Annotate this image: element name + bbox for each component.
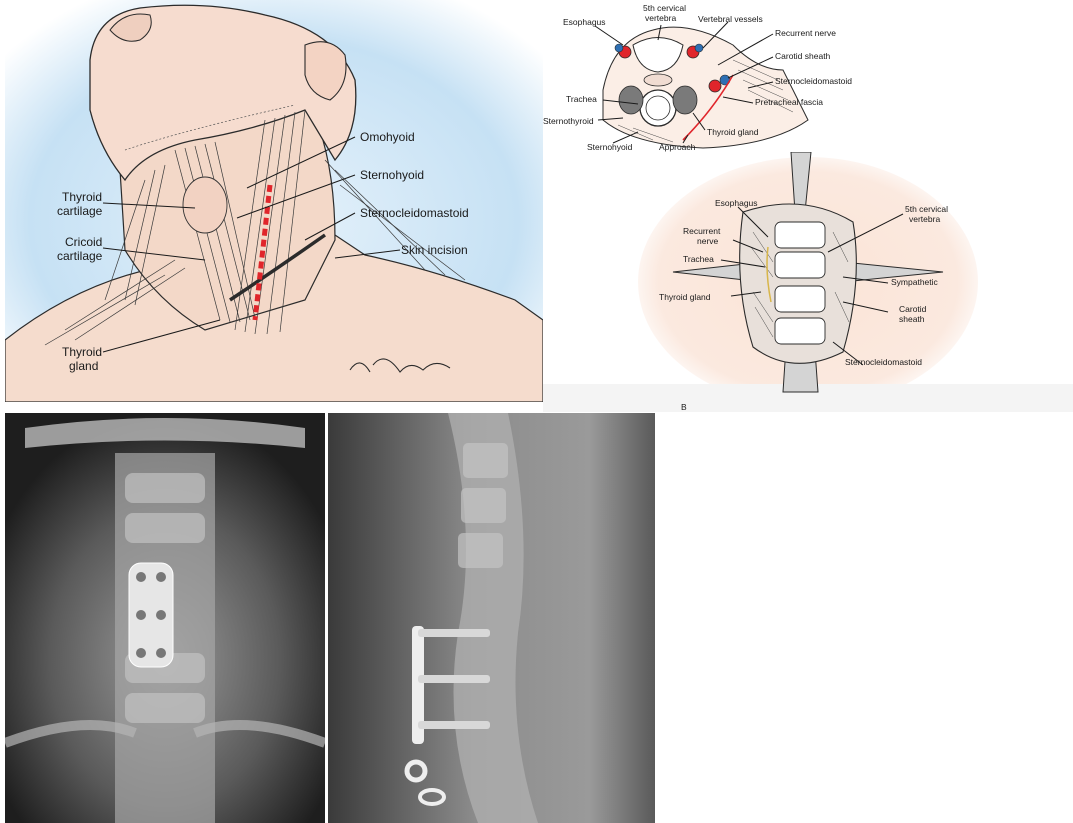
thyroid-cartilage — [183, 177, 227, 233]
label-sternocleidomastoid: Sternocleidomastoid — [360, 206, 469, 220]
label-b-recurrent-2: nerve — [697, 236, 719, 246]
label-pretracheal-fascia: Pretracheal fascia — [755, 97, 823, 107]
label-b-trachea: Trachea — [683, 254, 714, 264]
vertebral-vessel-left-2 — [615, 44, 623, 52]
xray-ap-panel — [5, 413, 325, 823]
label-cricoid-cartilage-2: cartilage — [57, 249, 103, 263]
label-skin-incision: Skin incision — [401, 243, 468, 257]
label-b-thyroid-gland: Thyroid gland — [659, 292, 711, 302]
anterior-cervical-plate — [129, 563, 173, 667]
label-sternohyoid: Sternohyoid — [360, 168, 424, 182]
exposure-panel: Esophagus Recurrent nerve Trachea Thyroi… — [543, 152, 1073, 412]
label-b-carotid-2: sheath — [899, 314, 925, 324]
xray-ap-image — [5, 413, 325, 823]
label-trachea: Trachea — [566, 94, 597, 104]
label-thyroid-gland-1: Thyroid — [62, 345, 102, 359]
label-b-sympathetic: Sympathetic — [891, 277, 939, 287]
vertebral-vessel-right-2 — [695, 44, 703, 52]
neck-illustration-panel: Omohyoid Sternohyoid Sternocleidomastoid… — [5, 0, 543, 402]
label-thyroid-cartilage-2: cartilage — [57, 204, 103, 218]
carotid-artery — [709, 80, 721, 92]
label-vertebral-vessels: Vertebral vessels — [698, 14, 763, 24]
label-carotid-sheath: Carotid sheath — [775, 51, 831, 61]
xray-lateral-panel — [328, 413, 655, 823]
label-approach: Approach — [659, 142, 696, 152]
label-thyroid-gland-2: gland — [69, 359, 98, 373]
label-cervical-2: vertebra — [645, 13, 676, 23]
label-thyroid-gland: Thyroid gland — [707, 127, 759, 137]
label-cervical-1: 5th cervical — [643, 3, 686, 13]
esophagus-cross — [644, 74, 672, 86]
label-b-cervical-1: 5th cervical — [905, 204, 948, 214]
label-sternothyroid: Sternothyroid — [543, 116, 594, 126]
exposure-diagram: Esophagus Recurrent nerve Trachea Thyroi… — [543, 152, 1073, 412]
label-sternocleidomastoid: Sternocleidomastoid — [775, 76, 852, 86]
label-cricoid-cartilage-1: Cricoid — [65, 235, 102, 249]
label-b-cervical-2: vertebra — [909, 214, 940, 224]
label-omohyoid: Omohyoid — [360, 130, 415, 144]
xray-lateral-image — [328, 413, 655, 823]
label-thyroid-cartilage-1: Thyroid — [62, 190, 102, 204]
label-b-recurrent-1: Recurrent — [683, 226, 721, 236]
thyroid-lobe-right — [673, 86, 697, 114]
label-b-esophagus: Esophagus — [715, 198, 758, 208]
label-sternohyoid: Sternohyoid — [587, 142, 633, 152]
thyroid-lobe-left — [619, 86, 643, 114]
label-recurrent-nerve: Recurrent nerve — [775, 28, 836, 38]
cross-section-diagram: Esophagus 5th cervical vertebra Vertebra… — [543, 0, 1073, 152]
lateral-vertebrae — [458, 443, 508, 568]
panel-letter-b: B — [681, 402, 687, 412]
label-esophagus: Esophagus — [563, 17, 606, 27]
neck-illustration: Omohyoid Sternohyoid Sternocleidomastoid… — [5, 0, 543, 402]
trachea-lumen — [646, 96, 670, 120]
label-b-carotid-1: Carotid — [899, 304, 927, 314]
label-b-sternocleidomastoid: Sternocleidomastoid — [845, 357, 922, 367]
cross-section-panel: Esophagus 5th cervical vertebra Vertebra… — [543, 0, 1073, 152]
